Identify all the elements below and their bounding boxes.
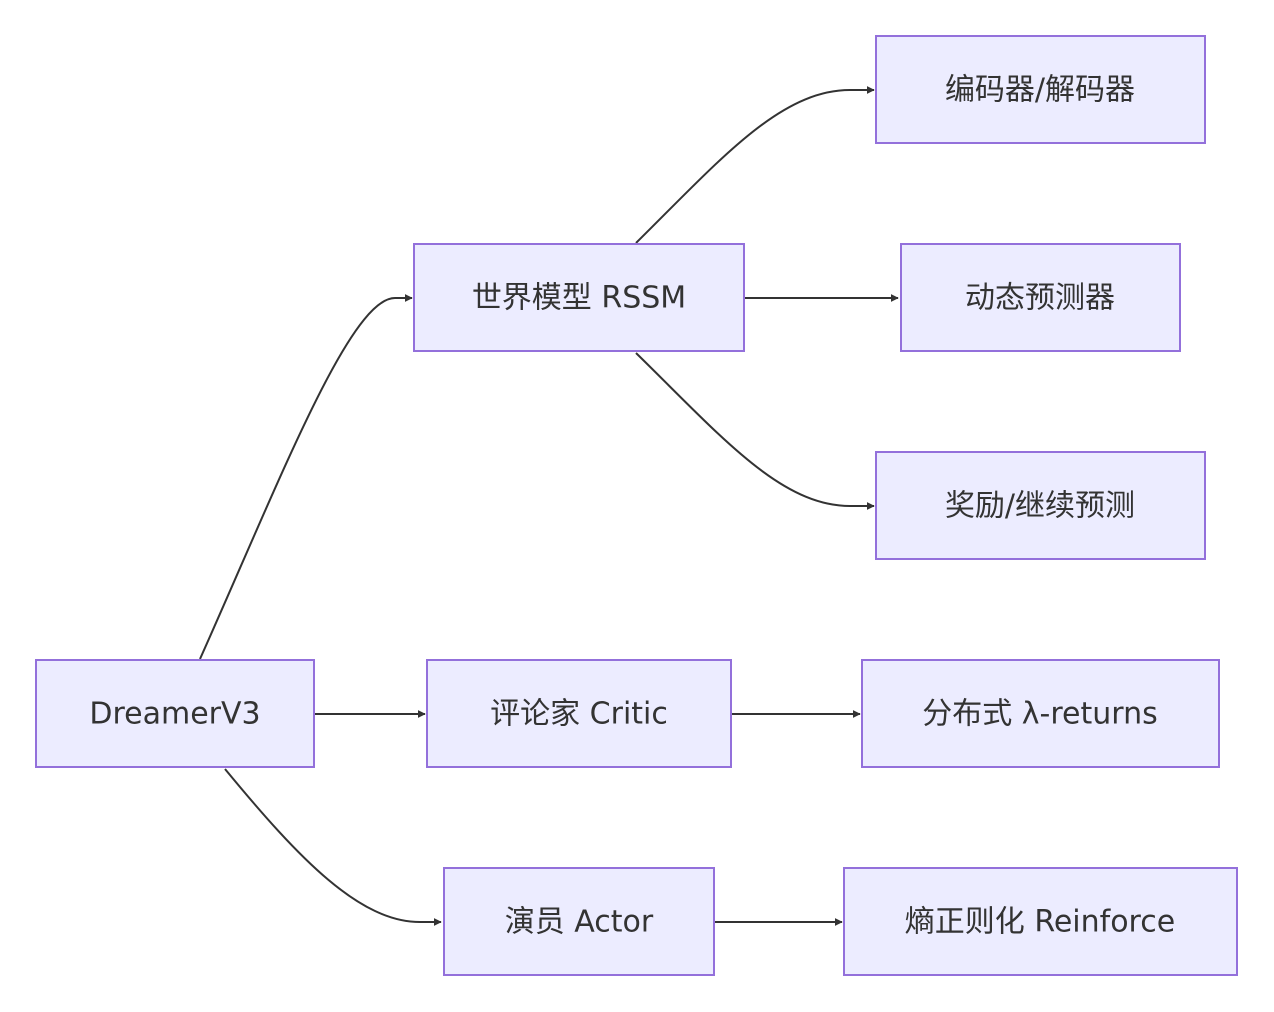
node-label-dynamics: 动态预测器 xyxy=(965,281,1115,316)
node-reward-continue[interactable]: 奖励/继续预测 xyxy=(875,451,1206,560)
edge-root-to-world-model xyxy=(199,294,413,660)
node-distributional-returns[interactable]: 分布式 λ-returns xyxy=(861,659,1220,768)
edge-world-model-to-encoder-decoder xyxy=(635,86,875,244)
node-label-critic: 评论家 Critic xyxy=(490,697,668,732)
node-entropy-reinforce[interactable]: 熵正则化 Reinforce xyxy=(843,867,1238,976)
node-label-encoder-decoder: 编码器/解码器 xyxy=(945,73,1135,108)
node-dynamics[interactable]: 动态预测器 xyxy=(900,243,1181,352)
edges xyxy=(199,86,899,926)
node-actor[interactable]: 演员 Actor xyxy=(443,867,715,976)
node-dreamerv3[interactable]: DreamerV3 xyxy=(35,659,315,768)
node-label-dreamerv3: DreamerV3 xyxy=(89,697,260,732)
node-label-world-model: 世界模型 RSSM xyxy=(472,281,686,316)
node-label-reward-continue: 奖励/继续预测 xyxy=(945,489,1135,524)
edge-root-to-actor xyxy=(224,768,442,926)
node-encoder-decoder[interactable]: 编码器/解码器 xyxy=(875,35,1206,144)
node-critic[interactable]: 评论家 Critic xyxy=(426,659,732,768)
node-label-actor: 演员 Actor xyxy=(505,905,654,940)
node-world-model[interactable]: 世界模型 RSSM xyxy=(413,243,745,352)
edge-world-model-to-reward-continue xyxy=(635,352,875,510)
node-label-entropy-reinforce: 熵正则化 Reinforce xyxy=(905,905,1175,940)
node-label-distributional-returns: 分布式 λ-returns xyxy=(922,697,1157,732)
